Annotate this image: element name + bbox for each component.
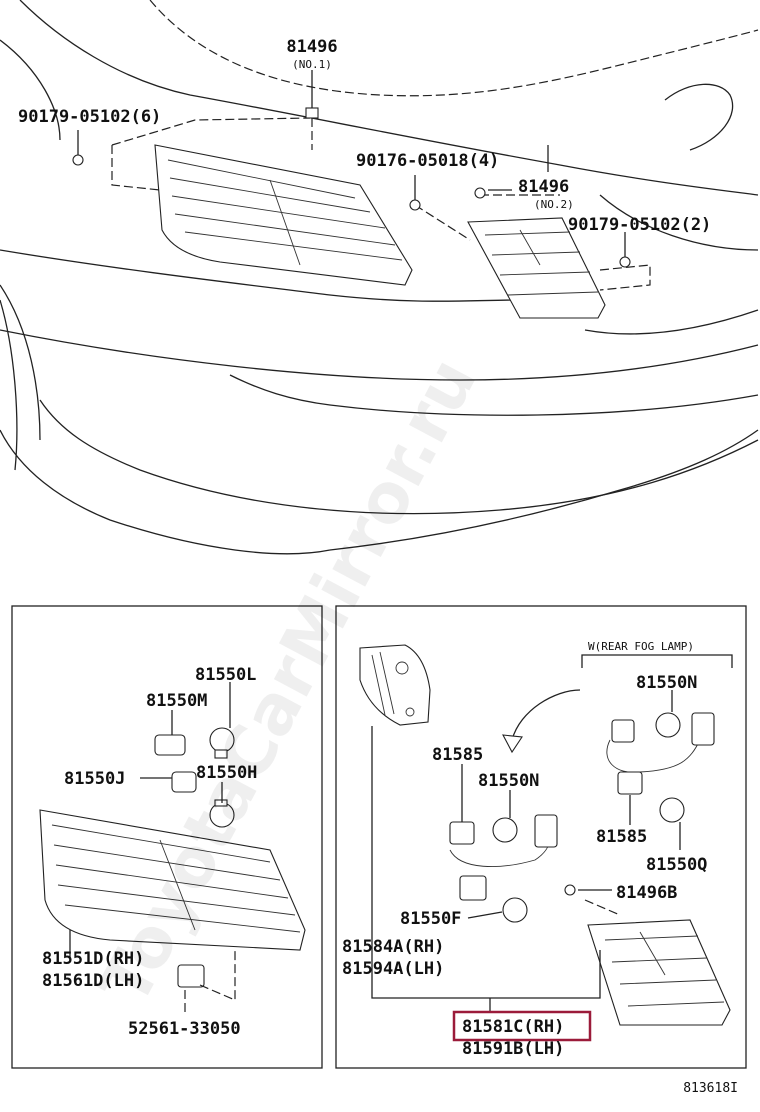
- label-fog-note: W(REAR FOG LAMP): [588, 640, 694, 653]
- label-90176: 90176-05018(4): [356, 151, 499, 171]
- label-81594A: 81594A(LH): [342, 959, 444, 979]
- label-81591B: 81591B(LH): [462, 1039, 564, 1059]
- diagram-id: 813618I: [683, 1081, 738, 1096]
- label-81550N-mid: 81550N: [478, 771, 539, 791]
- label-81585-left: 81585: [432, 745, 483, 765]
- label-81550J: 81550J: [64, 769, 125, 789]
- label-81585-right: 81585: [596, 827, 647, 847]
- left-box-parts: [39, 682, 306, 1015]
- label-90179-right: 90179-05102(2): [568, 215, 711, 235]
- car-body-outline: [0, 0, 759, 555]
- label-81496-mid: 81496: [518, 177, 569, 197]
- label-81550L: 81550L: [195, 665, 256, 685]
- tail-lamp-inner: [467, 217, 606, 319]
- label-81550Q: 81550Q: [646, 855, 707, 875]
- label-81550F: 81550F: [400, 909, 461, 929]
- tail-lamp-outer: [154, 144, 413, 286]
- label-81561D: 81561D(LH): [42, 971, 144, 991]
- label-52561: 52561-33050: [128, 1019, 241, 1039]
- right-detail-box: [335, 605, 747, 1069]
- label-81550H: 81550H: [196, 763, 257, 783]
- label-81584A: 81584A(RH): [342, 937, 444, 957]
- top-guide-lines: [77, 70, 651, 291]
- label-81550N-top: 81550N: [636, 673, 697, 693]
- label-81496-top: 81496: [286, 37, 337, 57]
- label-81496-no1: (NO.1): [292, 58, 332, 71]
- label-81581C: 81581C(RH): [462, 1017, 564, 1037]
- label-81496-no2: (NO.2): [534, 198, 574, 211]
- fastener-icons: [72, 107, 631, 268]
- label-81551D: 81551D(RH): [42, 949, 144, 969]
- label-81550M: 81550M: [146, 691, 207, 711]
- right-box-parts: [359, 644, 733, 1026]
- highlight-box: [452, 1010, 592, 1042]
- left-detail-box: [11, 605, 323, 1069]
- label-81496B: 81496B: [616, 883, 677, 903]
- label-90179-left: 90179-05102(6): [18, 107, 161, 127]
